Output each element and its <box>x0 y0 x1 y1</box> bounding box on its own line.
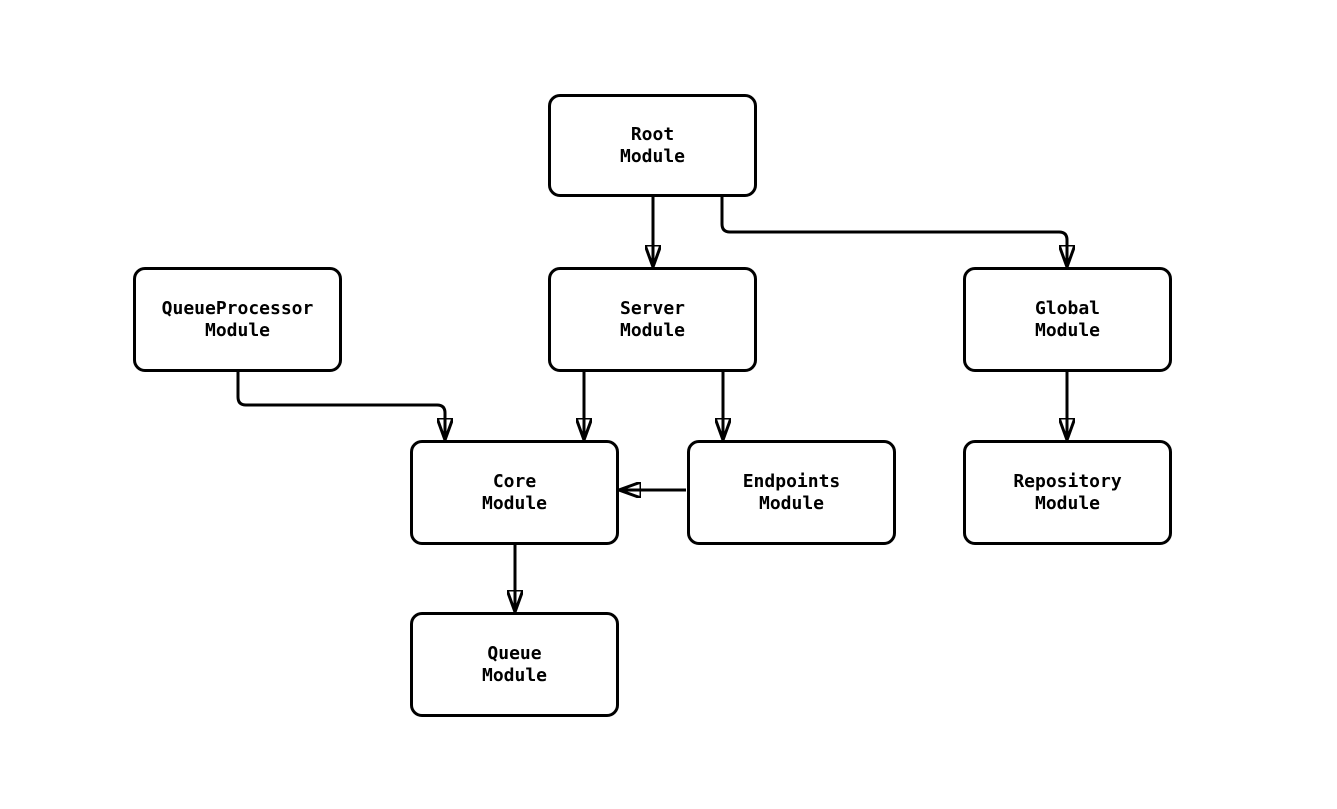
node-label-line2: Module <box>481 664 548 686</box>
node-label-line1: Endpoints <box>742 470 841 492</box>
node-label-line1: Global <box>1034 297 1101 319</box>
node-label-line1: Server <box>619 297 686 319</box>
node-queueprocessor-module: QueueProcessor Module <box>133 267 342 372</box>
edge-root-to-global <box>720 197 1067 265</box>
node-server-module: Server Module <box>548 267 757 372</box>
node-label-line1: Repository <box>1013 470 1122 492</box>
node-label-line1: Core <box>492 470 537 492</box>
node-label-line1: QueueProcessor <box>161 297 314 319</box>
node-core-module: Core Module <box>410 440 619 545</box>
node-label-line2: Module <box>758 492 825 514</box>
node-label-line1: Root <box>630 123 675 145</box>
node-label-line2: Module <box>481 492 548 514</box>
node-label-line2: Module <box>619 145 686 167</box>
node-root-module: Root Module <box>548 94 757 197</box>
node-repository-module: Repository Module <box>963 440 1172 545</box>
node-label-line1: Queue <box>487 642 542 664</box>
node-endpoints-module: Endpoints Module <box>687 440 896 545</box>
node-label-line2: Module <box>1034 492 1101 514</box>
node-label-line2: Module <box>204 319 271 341</box>
edge-queueprocessor-to-core <box>236 372 445 438</box>
node-queue-module: Queue Module <box>410 612 619 717</box>
node-label-line2: Module <box>619 319 686 341</box>
node-global-module: Global Module <box>963 267 1172 372</box>
node-label-line2: Module <box>1034 319 1101 341</box>
